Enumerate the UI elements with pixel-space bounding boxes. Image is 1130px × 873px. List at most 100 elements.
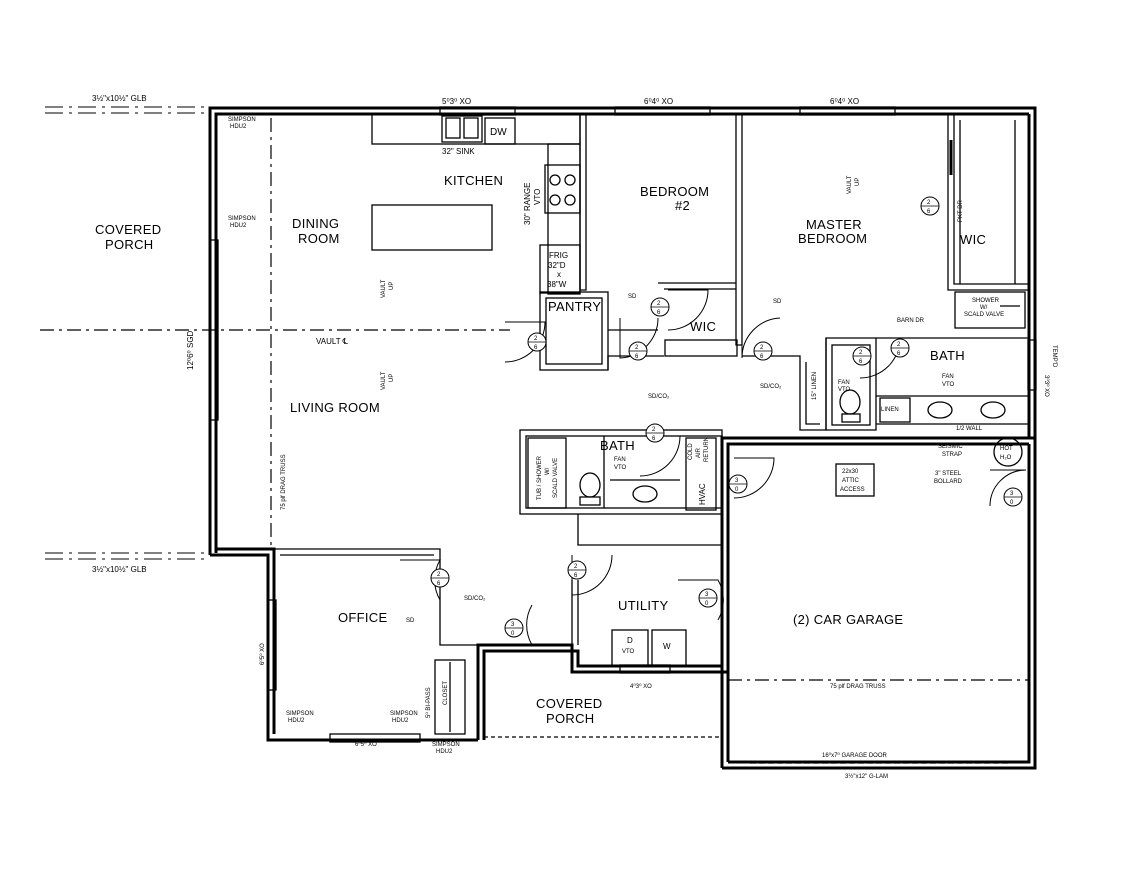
svg-text:2: 2 — [760, 345, 764, 351]
svg-text:2: 2 — [534, 336, 538, 342]
svg-text:COLD: COLD — [688, 443, 694, 460]
door-tag: 30 — [728, 474, 748, 494]
svg-text:0: 0 — [705, 601, 709, 607]
svg-text:0: 0 — [1010, 500, 1014, 506]
svg-text:3: 3 — [705, 592, 709, 598]
svg-text:3½"x12" G-LAM: 3½"x12" G-LAM — [845, 773, 888, 780]
svg-text:2: 2 — [652, 427, 656, 433]
door-tags: 26 26 26 26 26 26 26 26 30 30 26 26 30 3… — [430, 196, 1023, 638]
svg-text:3" STEEL: 3" STEEL — [935, 471, 962, 477]
svg-text:FAN: FAN — [838, 380, 850, 386]
svg-text:VTO: VTO — [942, 382, 955, 388]
svg-text:4⁰3⁰ XO: 4⁰3⁰ XO — [630, 683, 652, 690]
svg-text:HDU2: HDU2 — [288, 718, 305, 724]
svg-text:30" RANGE: 30" RANGE — [523, 183, 532, 225]
svg-text:SCALD VALVE: SCALD VALVE — [553, 458, 559, 498]
svg-text:6: 6 — [574, 573, 578, 579]
svg-text:2: 2 — [859, 350, 863, 356]
svg-text:3: 3 — [511, 622, 515, 628]
svg-text:DW: DW — [490, 127, 507, 138]
svg-text:22x30: 22x30 — [842, 469, 859, 475]
svg-text:SEISMIC: SEISMIC — [938, 444, 963, 450]
svg-text:2: 2 — [897, 342, 901, 348]
svg-text:6⁰5⁰ XO: 6⁰5⁰ XO — [355, 741, 377, 748]
room-labels: COVERED PORCH DINING ROOM KITCHEN BEDROO… — [95, 173, 986, 726]
door-tag: 26 — [645, 423, 665, 443]
svg-text:6⁰4⁰ XO: 6⁰4⁰ XO — [644, 97, 673, 106]
svg-text:STRAP: STRAP — [942, 452, 962, 458]
svg-text:RETURN: RETURN — [704, 437, 710, 462]
svg-text:32"D: 32"D — [548, 261, 566, 270]
door-tag: 30 — [1003, 487, 1023, 507]
svg-text:VAULT: VAULT — [847, 175, 853, 194]
svg-text:VTO: VTO — [533, 189, 542, 205]
svg-text:VTO: VTO — [838, 387, 851, 393]
svg-text:HDU2: HDU2 — [392, 718, 409, 724]
svg-text:SIMPSON: SIMPSON — [286, 711, 314, 717]
wic-label: WIC — [690, 319, 716, 334]
svg-text:6: 6 — [897, 351, 901, 357]
svg-text:HDU2: HDU2 — [230, 223, 247, 229]
svg-text:FRIG: FRIG — [549, 251, 568, 260]
svg-text:2: 2 — [437, 572, 441, 578]
svg-text:TEMP'D: TEMP'D — [1051, 345, 1057, 368]
living-room-label: LIVING ROOM — [290, 400, 380, 415]
svg-text:BARN DR: BARN DR — [897, 318, 925, 324]
svg-text:VAULT ℄: VAULT ℄ — [316, 337, 349, 346]
svg-text:3: 3 — [1010, 491, 1014, 497]
door-tag: 26 — [650, 297, 670, 317]
svg-text:AIR: AIR — [696, 447, 702, 458]
svg-text:VAULT: VAULT — [381, 371, 387, 390]
svg-text:6: 6 — [635, 354, 639, 360]
door-tag: 26 — [890, 338, 910, 358]
door-tag: 26 — [852, 346, 872, 366]
svg-text:SD/CO₂: SD/CO₂ — [648, 394, 670, 400]
interior-walls — [274, 114, 1029, 735]
svg-text:SD: SD — [628, 294, 637, 300]
svg-text:2: 2 — [635, 345, 639, 351]
svg-text:2: 2 — [574, 564, 578, 570]
svg-text:SHOWER: SHOWER — [972, 298, 1000, 304]
svg-text:0: 0 — [735, 487, 739, 493]
door-tag: 26 — [753, 341, 773, 361]
svg-text:5⁰3⁰ XO: 5⁰3⁰ XO — [442, 97, 471, 106]
door-tag: 30 — [504, 618, 524, 638]
door-tag: 26 — [430, 568, 450, 588]
door-tag: 26 — [628, 341, 648, 361]
svg-text:1/2 WALL: 1/2 WALL — [956, 426, 983, 432]
kitchen-fixtures — [371, 113, 581, 295]
svg-text:16⁰x7⁰ GARAGE DOOR: 16⁰x7⁰ GARAGE DOOR — [822, 752, 887, 759]
svg-text:15" LINEN: 15" LINEN — [812, 372, 818, 400]
svg-text:LINEN: LINEN — [881, 407, 899, 413]
svg-text:VTO: VTO — [622, 649, 635, 655]
covered-porch-left-label: COVERED — [95, 222, 161, 237]
covered-porch-front-label-2: PORCH — [546, 711, 594, 726]
svg-text:12⁰6⁰ SGD: 12⁰6⁰ SGD — [186, 330, 195, 370]
dining-room-label-2: ROOM — [298, 231, 340, 246]
svg-text:SD/CO₂: SD/CO₂ — [464, 596, 486, 602]
windows — [209, 106, 1037, 764]
svg-text:VAULT: VAULT — [381, 279, 387, 298]
svg-text:6: 6 — [437, 581, 441, 587]
svg-text:0: 0 — [511, 631, 515, 637]
svg-text:6⁰4⁰ XO: 6⁰4⁰ XO — [830, 97, 859, 106]
master-bedroom-label-2: BEDROOM — [798, 231, 867, 246]
svg-text:HOT: HOT — [1000, 446, 1013, 452]
svg-text:SIMPSON: SIMPSON — [390, 711, 418, 717]
svg-text:6: 6 — [927, 209, 931, 215]
bedroom-2-label: BEDROOM — [640, 184, 709, 199]
hall-bath-label: BATH — [600, 438, 635, 453]
svg-text:6: 6 — [652, 436, 656, 442]
svg-text:TUB / SHOWER: TUB / SHOWER — [537, 455, 543, 500]
svg-text:SCALD VALVE: SCALD VALVE — [964, 312, 1004, 318]
svg-text:W/: W/ — [980, 305, 988, 311]
svg-text:W/: W/ — [545, 467, 551, 475]
svg-text:W: W — [663, 642, 671, 651]
dining-room-label: DINING — [292, 216, 339, 231]
bedroom-2-number: #2 — [675, 198, 690, 213]
svg-text:75 plf DRAG TRUSS: 75 plf DRAG TRUSS — [830, 684, 886, 690]
svg-text:2: 2 — [657, 301, 661, 307]
svg-text:BOLLARD: BOLLARD — [934, 479, 963, 485]
garage-label: (2) CAR GARAGE — [793, 612, 903, 627]
